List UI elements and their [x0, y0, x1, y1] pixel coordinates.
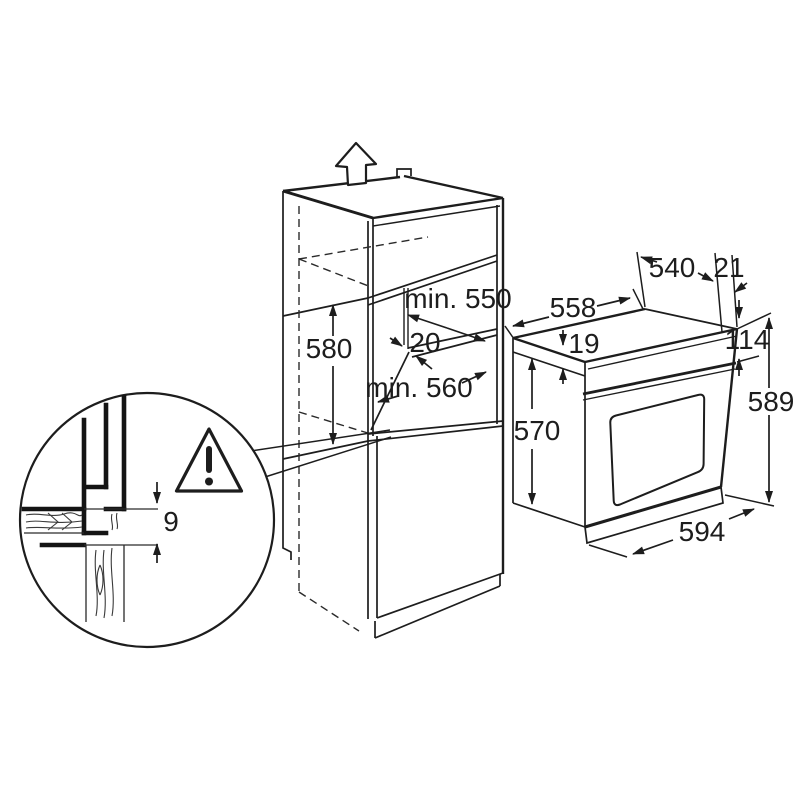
detail-view: 9 [18, 391, 392, 649]
oven-side-trim-line [512, 351, 586, 377]
detail-leader-lines [250, 429, 392, 478]
base-top-front-b [367, 425, 504, 442]
oven-front-right-edge [719, 328, 739, 488]
oven-door-top-line [582, 368, 736, 401]
base-plinth [374, 574, 501, 639]
niche-top-front-b [367, 260, 498, 306]
cabinet-back-tab [396, 168, 412, 177]
cabinet-left-edge [282, 191, 292, 560]
cabinet-top-back-edge [282, 175, 401, 193]
oven-top-left-edge [512, 336, 586, 364]
oven-left-side [512, 338, 586, 528]
dim-oven-overall-height: 589 [748, 386, 795, 417]
warning-triangle-icon [174, 427, 244, 493]
hidden-shelf-edge-b [298, 236, 429, 260]
base-top-front-a [367, 420, 504, 435]
cabinet-top-front-edge [372, 196, 504, 220]
cabinet-drawing [282, 141, 505, 639]
up-arrow-icon [334, 141, 378, 187]
oven-door-window [609, 393, 706, 507]
dim-rear-gap: 20 [409, 327, 440, 358]
niche-top-front-a [367, 254, 498, 299]
dim-oven-door-thickness: 21 [713, 252, 744, 283]
oven-top-right-edge [644, 308, 738, 330]
hidden-plinth-edge [298, 591, 360, 632]
base-door-bottom [376, 572, 504, 619]
dim-niche-width: min. 560 [365, 372, 472, 403]
oven-drawing [512, 307, 739, 545]
dim-niche-depth: min. 550 [404, 283, 511, 314]
dim-oven-body-depth: 540 [649, 252, 696, 283]
oven-base-strip [584, 486, 724, 545]
cabinet-top-left-edge [282, 189, 374, 220]
rear-gap-line-a [407, 328, 498, 349]
dim-detail-gap: 9 [163, 506, 179, 537]
cabinet-top-right-edge [403, 174, 504, 200]
dim-oven-front-width: 594 [679, 516, 726, 547]
dim-niche-height: 580 [306, 333, 353, 364]
hidden-floor-edge [298, 411, 372, 435]
oven-top-thickness [587, 335, 738, 370]
oven-door-bottom [584, 485, 722, 529]
base-top-side-line [282, 440, 369, 460]
dim-oven-panel-height: 114 [725, 324, 770, 355]
oven-dimensions: 558 19 570 540 21 114 589 594 [504, 251, 795, 558]
niche-top-side-line [282, 297, 369, 317]
dim-oven-top-trim: 19 [568, 328, 599, 359]
niche-floor-left-edge [370, 351, 410, 431]
detail-cabinet-panels [24, 508, 158, 622]
oven-control-panel-bottom [582, 361, 737, 396]
oven-top-back-edge [512, 307, 646, 340]
dim-oven-body-height: 570 [514, 415, 561, 446]
cabinet-top-thickness [372, 205, 501, 227]
detail-oven-profile [21, 394, 127, 548]
oven-top-front-edge [584, 327, 738, 364]
dim-oven-top-width: 558 [550, 292, 597, 323]
hidden-shelf-edge-a [298, 258, 372, 288]
cabinet-dimensions: 580 min. 550 20 min. 560 [306, 283, 512, 445]
detail-circle [18, 391, 276, 649]
